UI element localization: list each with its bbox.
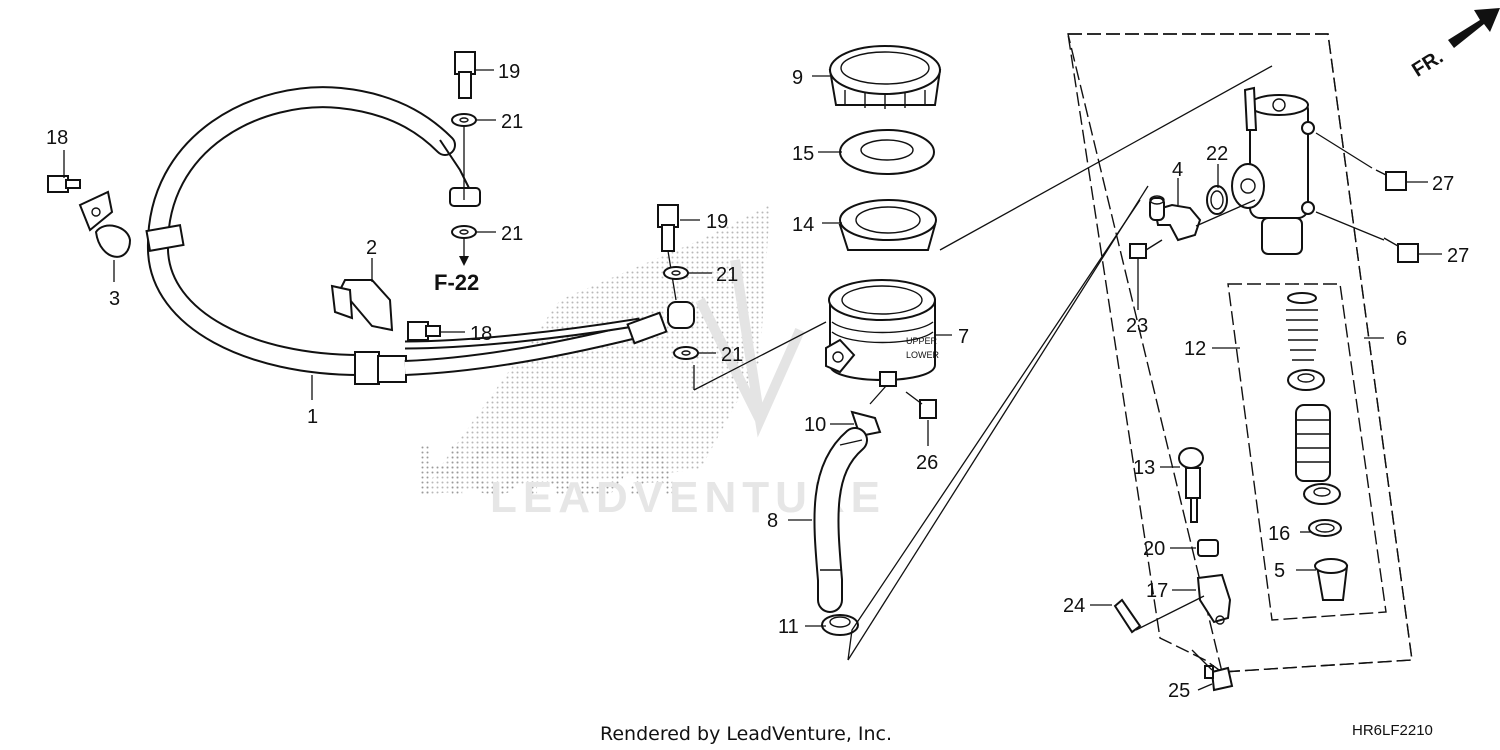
- callout-7: 7: [958, 326, 969, 348]
- reservoir-lower-mark: LOWER: [906, 350, 940, 360]
- callout-18-bracket: 18: [470, 323, 492, 345]
- bolt-18-left: [47, 175, 81, 193]
- push-rod-joint: [1196, 573, 1232, 625]
- o-ring: [1206, 185, 1228, 215]
- brake-hose: [145, 86, 481, 385]
- callout-18-left: 18: [46, 127, 68, 149]
- callout-22: 22: [1206, 143, 1228, 165]
- callout-3: 3: [109, 288, 120, 310]
- callouts: 1 2 3 4 5 6 7 8 9 10 11 12 13 14 15 16 1…: [46, 61, 1469, 702]
- callout-21-a: 21: [501, 111, 523, 133]
- circlip: [1308, 519, 1342, 537]
- callout-2: 2: [366, 237, 377, 259]
- reservoir-hose: [813, 427, 868, 613]
- callout-15: 15: [792, 143, 814, 165]
- callout-19-mid: 19: [706, 211, 728, 233]
- diagram-code: HR6LF2210: [1352, 722, 1433, 739]
- secondary-cup: [1303, 483, 1341, 505]
- piston: [1295, 404, 1331, 482]
- callout-5: 5: [1274, 560, 1285, 582]
- reservoir-bolt: [905, 391, 937, 419]
- piston-set-frame: [1227, 283, 1387, 621]
- callout-21-c: 21: [716, 264, 738, 286]
- master-cylinder-frame: [1067, 33, 1413, 673]
- callout-16: 16: [1268, 523, 1290, 545]
- callout-17: 17: [1146, 580, 1168, 602]
- boot: [1314, 558, 1349, 601]
- callout-9: 9: [792, 67, 803, 89]
- brake-line-pipe: [404, 301, 695, 376]
- reservoir-tank: UPPER LOWER: [825, 279, 940, 387]
- footer-credit: Rendered by LeadVenture, Inc.: [600, 723, 892, 745]
- callout-27-lower: 27: [1447, 245, 1469, 267]
- bolt-19-top: [454, 51, 476, 99]
- callout-21-b: 21: [501, 223, 523, 245]
- front-direction-indicator: FR.: [1408, 8, 1500, 82]
- reservoir-cap: [828, 45, 942, 109]
- reservoir-upper-mark: UPPER: [906, 336, 938, 346]
- mounting-bolt-upper: [1315, 132, 1407, 191]
- diaphragm: [838, 199, 937, 251]
- hose-clip-lower: [821, 614, 859, 636]
- callout-19-top: 19: [498, 61, 520, 83]
- callout-23: 23: [1126, 315, 1148, 337]
- figure-reference: F-22: [434, 270, 479, 295]
- callout-4: 4: [1172, 159, 1183, 181]
- cap-plate: [839, 129, 935, 175]
- callout-10: 10: [804, 414, 826, 436]
- callout-26: 26: [916, 452, 938, 474]
- callout-1: 1: [307, 406, 318, 428]
- callout-25: 25: [1168, 680, 1190, 702]
- watermark-brand: HONDA: [415, 431, 679, 511]
- bolt-19-mid: [657, 204, 679, 301]
- joint-nut: [1197, 539, 1219, 557]
- master-cylinder-body: [1231, 86, 1315, 255]
- front-label: FR.: [1408, 46, 1447, 82]
- hose-bracket: [330, 279, 441, 341]
- callout-8: 8: [767, 510, 778, 532]
- callout-13: 13: [1133, 457, 1155, 479]
- callout-12: 12: [1184, 338, 1206, 360]
- return-spring: [1286, 292, 1318, 361]
- callout-20: 20: [1143, 538, 1165, 560]
- callout-27-upper: 27: [1432, 173, 1454, 195]
- callout-11: 11: [778, 616, 799, 638]
- hose-clamp: [78, 190, 132, 258]
- joint-pin: [1204, 665, 1234, 692]
- mounting-bolt-lower: [1315, 211, 1419, 263]
- callout-6: 6: [1396, 328, 1407, 350]
- cotter-pin: [1113, 598, 1142, 634]
- leader-lines: [63, 69, 1442, 691]
- primary-cup: [1287, 369, 1325, 391]
- callout-21-d: 21: [721, 344, 743, 366]
- callout-24: 24: [1063, 595, 1085, 617]
- front-arrow-icon: [1448, 8, 1500, 48]
- push-rod: [1178, 447, 1204, 523]
- joint-screw: [1129, 239, 1163, 259]
- callout-14: 14: [792, 214, 814, 236]
- sealing-washer-mid: [663, 266, 699, 360]
- reservoir-joint: [1149, 195, 1256, 242]
